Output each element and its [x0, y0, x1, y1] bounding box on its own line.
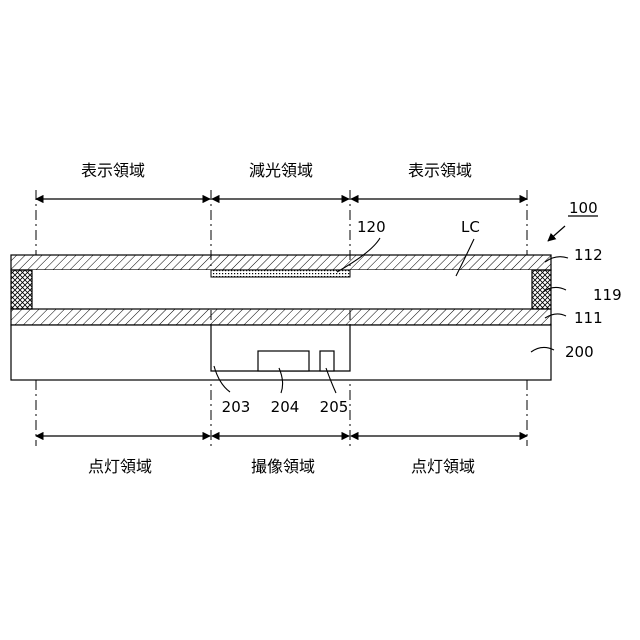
label-111: 111	[574, 309, 603, 327]
device-ref-number: 100	[569, 199, 598, 217]
dimming-layer	[211, 270, 350, 277]
label-205: 205	[320, 398, 349, 416]
label-119: 119	[593, 286, 622, 304]
bottom-region-label-left: 点灯領域	[88, 457, 152, 476]
label-200: 200	[565, 343, 594, 361]
top-region-label-center: 減光領域	[249, 161, 313, 180]
device-reference: 100	[548, 199, 598, 241]
top-region-label-left: 表示領域	[81, 161, 145, 180]
label-lc: LC	[461, 218, 480, 236]
label-203: 203	[222, 398, 251, 416]
label-120: 120	[357, 218, 386, 236]
bottom-region-label-right: 点灯領域	[411, 457, 475, 476]
lower-substrate	[11, 309, 551, 325]
bottom-region-label-center: 撮像領域	[251, 457, 315, 476]
component-205-box	[320, 351, 334, 371]
top-region-label-right: 表示領域	[408, 161, 472, 180]
upper-substrate	[11, 255, 551, 270]
component-204-box	[258, 351, 309, 371]
label-112: 112	[574, 246, 603, 264]
label-204: 204	[271, 398, 300, 416]
sealant-left	[11, 270, 32, 309]
device-ref-arrow	[548, 226, 565, 241]
